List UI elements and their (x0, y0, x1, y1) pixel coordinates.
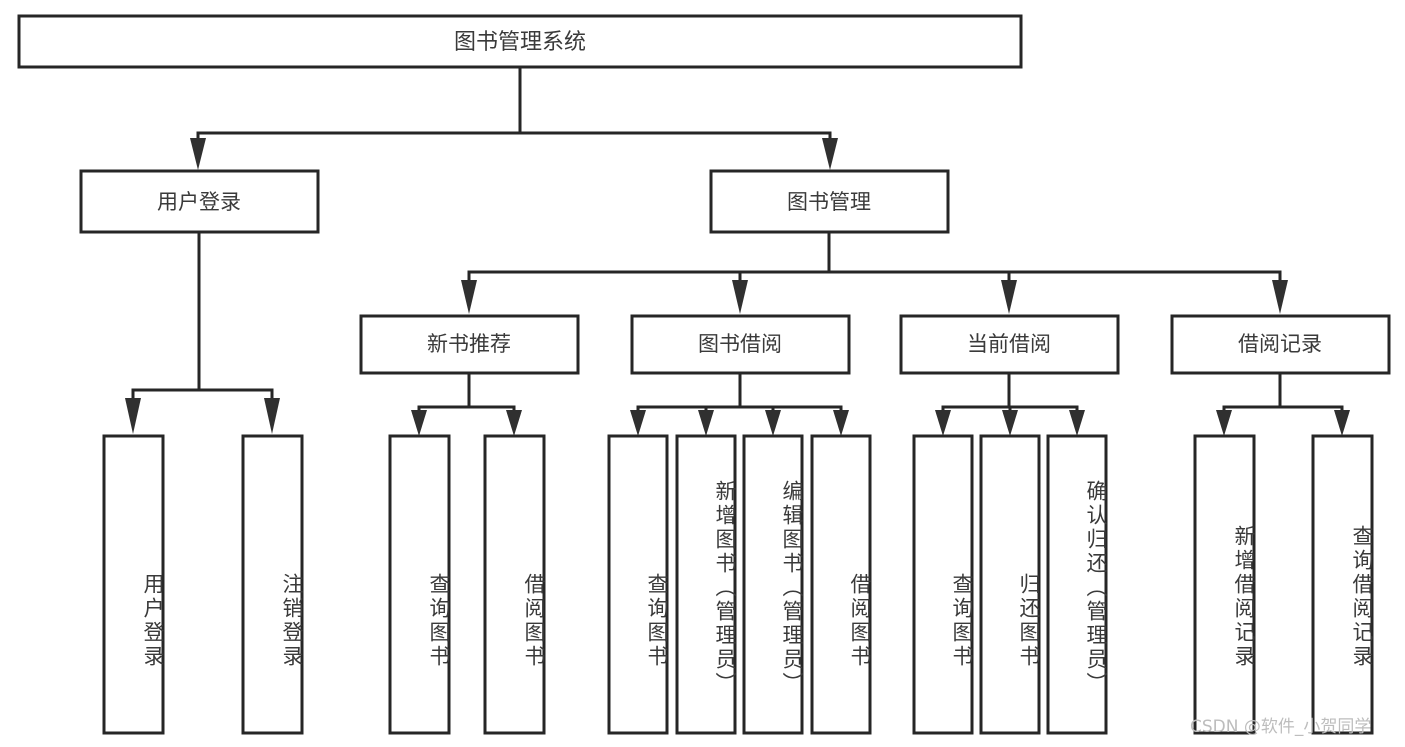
node-new-book-recommend-label: 新书推荐 (427, 332, 511, 356)
node-book-borrow-box[interactable] (630, 314, 851, 375)
node-book-borrow-label: 图书借阅 (698, 332, 782, 356)
node-borrow-records-box[interactable] (1170, 314, 1391, 375)
arrow-head-icon (1334, 410, 1350, 436)
watermark-text: CSDN @软件_小贺同学 (1190, 717, 1372, 737)
arrow-head-icon (461, 280, 477, 314)
arrow-head-icon (1216, 410, 1232, 436)
node-current-borrow-label: 当前借阅 (967, 332, 1051, 356)
arrow-head-icon (1001, 280, 1017, 314)
arrow-head-icon (833, 410, 849, 436)
arrow-head-icon (630, 410, 646, 436)
leaf-box-user-login-0[interactable] (102, 434, 165, 735)
leaf-box-book-borrow-2[interactable] (742, 434, 804, 735)
arrow-head-icon (822, 138, 838, 170)
arrow-head-icon (1272, 280, 1288, 314)
leaf-box-current-borrow-1[interactable] (979, 434, 1041, 735)
arrow-head-icon (1069, 410, 1085, 436)
arrow-head-icon (506, 410, 522, 436)
node-new-book-recommend-box[interactable] (359, 314, 580, 375)
leaf-box-current-borrow-2[interactable] (1046, 434, 1108, 735)
node-root-label: 图书管理系统 (454, 30, 586, 55)
leaf-box-book-borrow-1[interactable] (675, 434, 737, 735)
leaf-box-borrow-records-1[interactable] (1311, 434, 1374, 735)
arrow-head-icon (125, 398, 141, 434)
node-root-box[interactable] (17, 14, 1023, 69)
node-book-management-label: 图书管理 (787, 190, 871, 214)
leaf-box-borrow-records-0[interactable] (1193, 434, 1256, 735)
node-user-login-label: 用户登录 (157, 190, 241, 214)
node-current-borrow-box[interactable] (899, 314, 1120, 375)
arrow-head-icon (935, 410, 951, 436)
leaf-box-book-borrow-3[interactable] (810, 434, 872, 735)
leaf-box-user-login-1[interactable] (241, 434, 304, 735)
leaf-box-current-borrow-0[interactable] (912, 434, 974, 735)
node-borrow-records-label: 借阅记录 (1238, 332, 1322, 356)
arrow-head-icon (264, 398, 280, 434)
arrow-head-icon (732, 280, 748, 314)
arrow-head-icon (1002, 410, 1018, 436)
leaf-box-new-book-1[interactable] (483, 434, 546, 735)
arrow-head-icon (698, 410, 714, 436)
leaf-box-book-borrow-0[interactable] (607, 434, 669, 735)
leaf-box-new-book-0[interactable] (388, 434, 451, 735)
node-book-management-box[interactable] (709, 169, 950, 234)
arrow-head-icon (765, 410, 781, 436)
arrow-head-icon (411, 410, 427, 436)
arrow-head-icon (190, 138, 206, 170)
